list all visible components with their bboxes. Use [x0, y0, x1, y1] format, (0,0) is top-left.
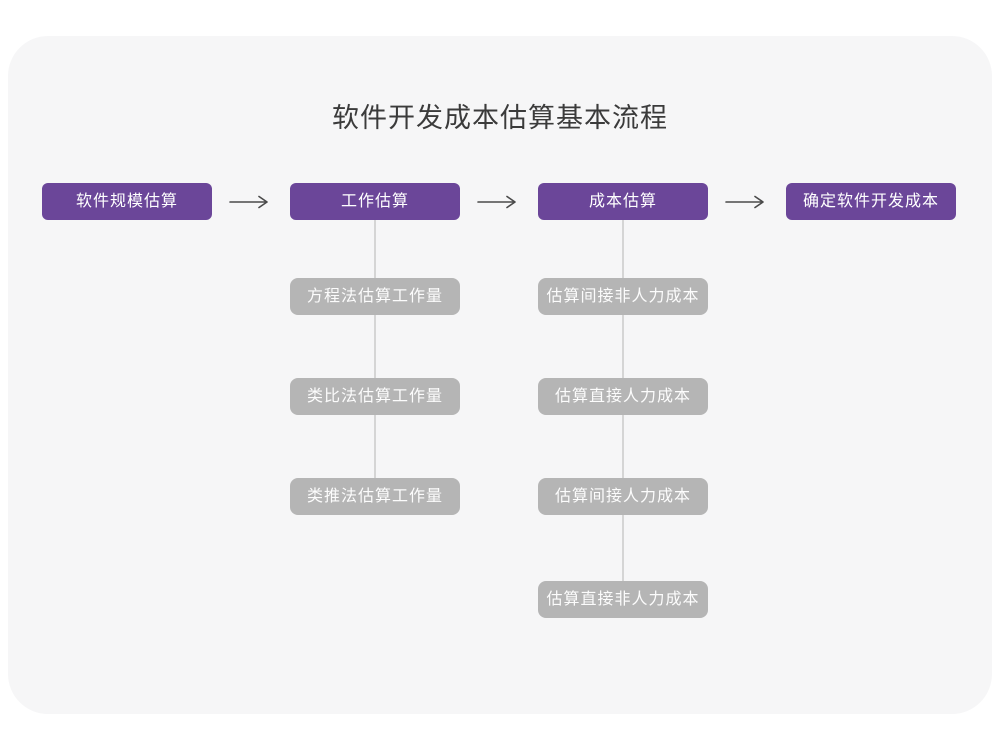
node-direct-labor-cost: 估算直接人力成本 — [538, 378, 708, 415]
node-work-estimation: 工作估算 — [290, 183, 460, 220]
diagram-card — [8, 36, 992, 714]
node-direct-nonlabor-cost: 估算直接非人力成本 — [538, 581, 708, 618]
right-arrow-icon — [725, 195, 764, 209]
node-cost-estimation: 成本估算 — [538, 183, 708, 220]
diagram-title: 软件开发成本估算基本流程 — [332, 103, 668, 133]
right-arrow-icon — [477, 195, 516, 209]
node-analogy-method-workload: 类比法估算工作量 — [290, 378, 460, 415]
connector-line-work-estimation — [374, 219, 376, 497]
node-indirect-labor-cost: 估算间接人力成本 — [538, 478, 708, 515]
node-software-scale-estimation: 软件规模估算 — [42, 183, 212, 220]
node-determine-development-cost: 确定软件开发成本 — [786, 183, 956, 220]
node-indirect-nonlabor-cost: 估算间接非人力成本 — [538, 278, 708, 315]
node-extrapolation-method-workload: 类推法估算工作量 — [290, 478, 460, 515]
right-arrow-icon — [229, 195, 268, 209]
node-equation-method-workload: 方程法估算工作量 — [290, 278, 460, 315]
